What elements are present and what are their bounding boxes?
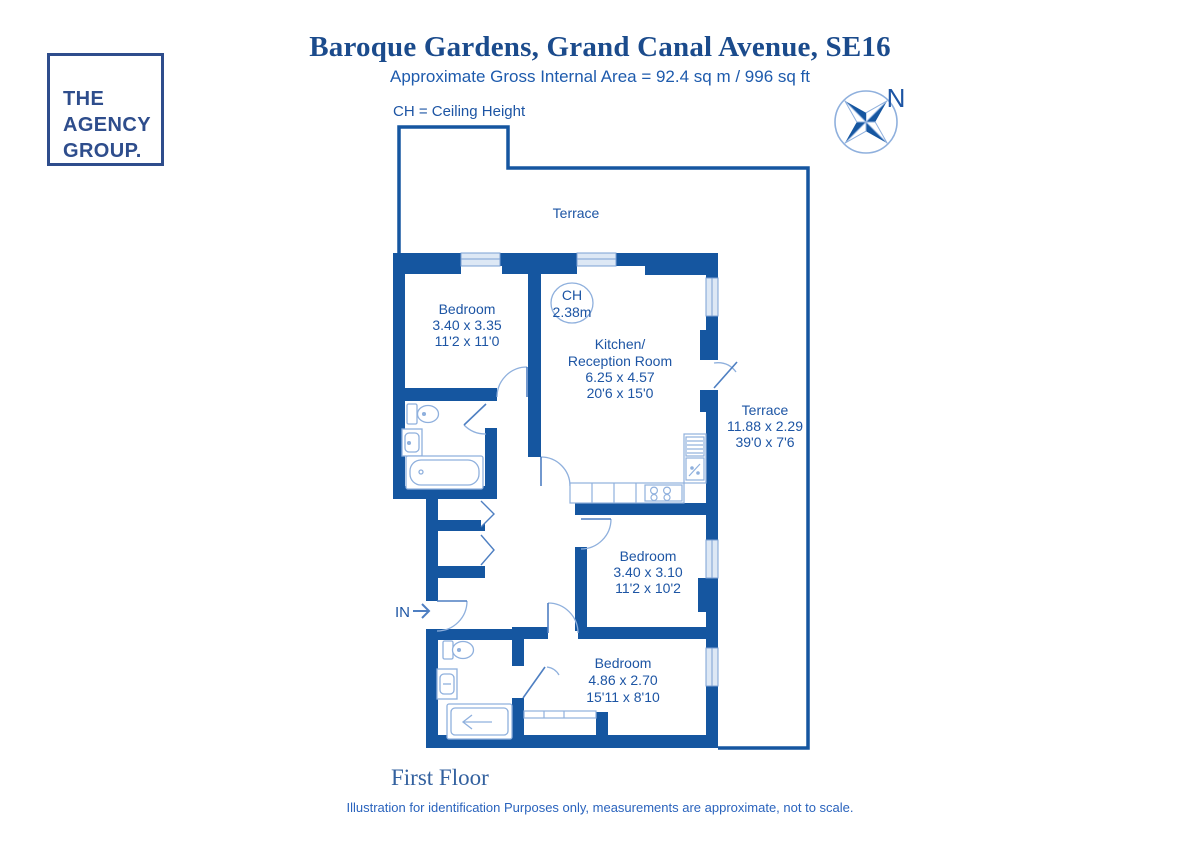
- doors: [436, 361, 738, 699]
- sink-icon: [436, 668, 458, 700]
- terrace-right-imperial: 39'0 x 7'6: [735, 434, 794, 450]
- bedroom1-metric: 3.40 x 3.35: [432, 317, 501, 333]
- wardrobe-partition: [523, 710, 597, 719]
- kitchen-name-line1: Kitchen/: [595, 336, 646, 352]
- compass-icon: N: [834, 83, 906, 154]
- page-title: Baroque Gardens, Grand Canal Avenue, SE1…: [309, 31, 891, 63]
- ceiling-height-legend: CH = Ceiling Height: [393, 103, 526, 120]
- bathtub-icon: [405, 455, 484, 490]
- area-subtitle: Approximate Gross Internal Area = 92.4 s…: [389, 67, 811, 86]
- entrance-marker: IN: [395, 603, 431, 621]
- bedroom1-imperial: 11'2 x 11'0: [435, 333, 500, 349]
- ceiling-height-badge: CH 2.38m: [550, 282, 594, 324]
- logo-line: GROUP.: [63, 140, 142, 162]
- kitchen-metric: 6.25 x 4.57: [585, 369, 654, 385]
- kitchen-name-line2: Reception Room: [568, 353, 672, 369]
- room-labels: Terrace Bedroom 3.40 x 3.35 11'2 x 11'0 …: [432, 205, 803, 705]
- terrace-right-metric: 11.88 x 2.29: [727, 418, 803, 434]
- floor-label: First Floor: [391, 765, 489, 790]
- bedroom2-metric: 3.40 x 3.10: [613, 564, 682, 580]
- bedroom3-name: Bedroom: [595, 655, 652, 671]
- disclaimer-text: Illustration for identification Purposes…: [346, 800, 854, 815]
- bedroom3-imperial: 15'11 x 8'10: [586, 689, 660, 705]
- logo-line: AGENCY: [63, 114, 151, 136]
- kitchen-imperial: 20'6 x 15'0: [587, 385, 654, 401]
- hob-icon: [644, 484, 683, 502]
- bathroom2-fixtures: [436, 640, 513, 740]
- bathroom1-fixtures: [401, 403, 484, 490]
- agency-logo: THE AGENCY GROUP.: [47, 53, 164, 166]
- bedroom2-name: Bedroom: [620, 548, 677, 564]
- bedroom1-name: Bedroom: [439, 301, 496, 317]
- kitchen-sink-unit: [683, 433, 707, 484]
- logo-line: THE: [63, 88, 105, 110]
- kitchen-fixtures: [569, 433, 707, 504]
- toilet-icon: [442, 640, 475, 660]
- entrance-arrow-icon: [413, 603, 431, 619]
- ch-value: 2.38m: [553, 304, 592, 320]
- ch-label: CH: [562, 287, 582, 303]
- terrace-outline: [397, 125, 810, 750]
- toilet-icon: [406, 403, 440, 425]
- shower-icon: [446, 703, 513, 740]
- windows: [460, 252, 719, 687]
- terrace-top-label: Terrace: [553, 205, 600, 221]
- bedroom3-metric: 4.86 x 2.70: [588, 672, 657, 688]
- bedroom2-imperial: 11'2 x 10'2: [615, 580, 681, 596]
- terrace-right-name: Terrace: [742, 402, 789, 418]
- entrance-in-label: IN: [395, 604, 410, 621]
- sink-icon: [401, 428, 423, 457]
- compass-north-label: N: [887, 83, 906, 113]
